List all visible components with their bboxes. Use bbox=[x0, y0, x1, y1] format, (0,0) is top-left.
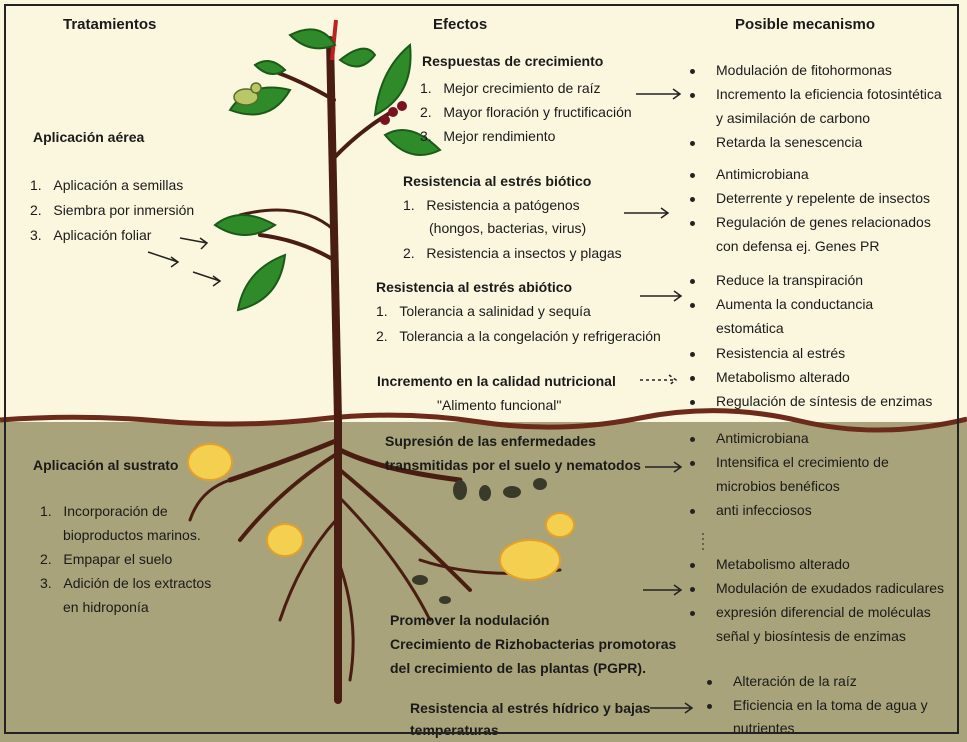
bullet bbox=[690, 221, 695, 226]
mechanism-item: Alteración de la raíz bbox=[733, 673, 857, 690]
effect-nutrition-sub: "Alimento funcional" bbox=[437, 397, 561, 414]
effect-growth-item: 3. Mejor rendimiento bbox=[420, 128, 555, 145]
mechanism-item: Antimicrobiana bbox=[716, 166, 809, 183]
header-mechanism: Posible mecanismo bbox=[735, 16, 875, 33]
mechanism-item: Incremento la eficiencia fotosintética bbox=[716, 86, 942, 103]
effect-disease-line: transmitidas por el suelo y nematodos bbox=[385, 457, 641, 474]
effect-water-line: temperaturas bbox=[410, 722, 499, 739]
bullet bbox=[690, 400, 695, 405]
substrate-item: 3. Adición de los extractos bbox=[40, 575, 211, 592]
mechanism-item: señal y biosíntesis de enzimas bbox=[716, 628, 906, 645]
effect-biotic-item: 1. Resistencia a patógenos bbox=[403, 197, 580, 214]
header-effects: Efectos bbox=[433, 16, 487, 33]
header-treatments: Tratamientos bbox=[63, 16, 156, 33]
mechanism-item: Metabolismo alterado bbox=[716, 369, 850, 386]
effect-nutrition-title: Incremento en la calidad nutricional bbox=[377, 373, 616, 390]
substrate-item: bioproductos marinos. bbox=[63, 527, 201, 544]
aerial-item: 3. Aplicación foliar bbox=[30, 227, 151, 244]
bullet bbox=[707, 680, 712, 685]
effect-biotic-title: Resistencia al estrés biótico bbox=[403, 173, 591, 190]
mechanism-item: anti infecciosos bbox=[716, 502, 812, 519]
mechanism-item: Metabolismo alterado bbox=[716, 556, 850, 573]
bullet bbox=[690, 173, 695, 178]
bullet bbox=[707, 704, 712, 709]
effect-growth-item: 2. Mayor floración y fructificación bbox=[420, 104, 632, 121]
bullet bbox=[690, 197, 695, 202]
aerial-item: 2. Siembra por inmersión bbox=[30, 202, 194, 219]
bullet bbox=[690, 352, 695, 357]
bullet bbox=[690, 376, 695, 381]
mechanism-item: Reduce la transpiración bbox=[716, 272, 863, 289]
effect-water-line: Resistencia al estrés hídrico y bajas bbox=[410, 700, 650, 717]
bullet bbox=[690, 69, 695, 74]
effect-abiotic-item: 1. Tolerancia a salinidad y sequía bbox=[376, 303, 591, 320]
bullet bbox=[690, 611, 695, 616]
effect-biotic-item: 2. Resistencia a insectos y plagas bbox=[403, 245, 622, 262]
effect-biotic-item: (hongos, bacterias, virus) bbox=[429, 220, 586, 237]
mechanism-item: Aumenta la conductancia bbox=[716, 296, 873, 313]
bullet bbox=[690, 141, 695, 146]
mechanism-item: estomática bbox=[716, 320, 784, 337]
mechanism-item: Retarda la senescencia bbox=[716, 134, 862, 151]
mechanism-item: Deterrente y repelente de insectos bbox=[716, 190, 930, 207]
mechanism-item: Eficiencia en la toma de agua y bbox=[733, 697, 928, 714]
bullet bbox=[690, 93, 695, 98]
mechanism-item: expresión diferencial de moléculas bbox=[716, 604, 931, 621]
bullet bbox=[690, 279, 695, 284]
substrate-item: 2. Empapar el suelo bbox=[40, 551, 172, 568]
effect-nodulation-line: Promover la nodulación bbox=[390, 612, 549, 629]
effect-growth-item: 1. Mejor crecimiento de raíz bbox=[420, 80, 601, 97]
mechanism-item: Modulación de exudados radiculares bbox=[716, 580, 944, 597]
bullet bbox=[690, 563, 695, 568]
effect-abiotic-item: 2. Tolerancia a la congelación y refrige… bbox=[376, 328, 661, 345]
effect-abiotic-title: Resistencia al estrés abiótico bbox=[376, 279, 572, 296]
mechanism-item: Modulación de fitohormonas bbox=[716, 62, 892, 79]
bullet bbox=[690, 303, 695, 308]
bullet bbox=[690, 437, 695, 442]
mechanism-item: Antimicrobiana bbox=[716, 430, 809, 447]
bullet bbox=[690, 509, 695, 514]
bullet bbox=[690, 587, 695, 592]
aerial-title: Aplicación aérea bbox=[33, 129, 144, 146]
mechanism-item: nutrientes bbox=[733, 720, 794, 737]
bullet bbox=[690, 461, 695, 466]
effect-disease-line: Supresión de las enfermedades bbox=[385, 433, 596, 450]
effect-nodulation-line: Crecimiento de Rizhobacterias promotoras bbox=[390, 636, 676, 653]
substrate-title: Aplicación al sustrato bbox=[33, 457, 178, 474]
effect-growth-title: Respuestas de crecimiento bbox=[422, 53, 603, 70]
effect-nodulation-line: del crecimiento de las plantas (PGPR). bbox=[390, 660, 646, 677]
mechanism-item: y asimilación de carbono bbox=[716, 110, 870, 127]
mechanism-item: Intensifica el crecimiento de bbox=[716, 454, 889, 471]
substrate-item: 1. Incorporación de bbox=[40, 503, 168, 520]
aerial-item: 1. Aplicación a semillas bbox=[30, 177, 183, 194]
substrate-item: en hidroponía bbox=[63, 599, 149, 616]
mechanism-item: Resistencia al estrés bbox=[716, 345, 845, 362]
mechanism-item: Regulación de síntesis de enzimas bbox=[716, 393, 932, 410]
mechanism-item: Regulación de genes relacionados bbox=[716, 214, 931, 231]
mechanism-item: microbios benéficos bbox=[716, 478, 840, 495]
mechanism-item: con defensa ej. Genes PR bbox=[716, 238, 879, 255]
